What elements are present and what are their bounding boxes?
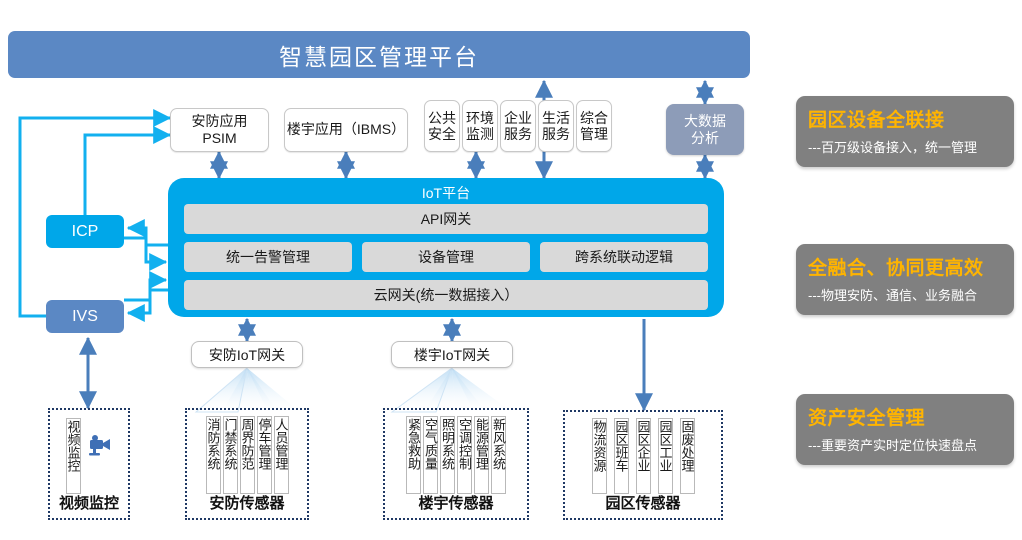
feature-card-convergence: 全融合、协同更高效 ---物理安防、通信、业务融合 — [796, 244, 1014, 315]
app-tile-public-safety[interactable]: 公共 安全 — [424, 100, 460, 152]
sensor-item-lighting[interactable]: 照明系统 — [440, 416, 455, 494]
sensor-group-caption: 安防传感器 — [209, 495, 285, 512]
iot-device-management[interactable]: 设备管理 — [362, 242, 530, 272]
feature-card-asset-security: 资产安全管理 ---重要资产实时定位快速盘点 — [796, 394, 1014, 465]
iot-api-gateway[interactable]: API网关 — [184, 204, 708, 234]
feature-subtitle: ---重要资产实时定位快速盘点 — [808, 438, 977, 453]
iot-platform-title: IoT平台 — [421, 185, 471, 201]
feature-title: 园区设备全联接 — [808, 110, 945, 131]
gateway-building[interactable]: 楼宇IoT网关 — [391, 341, 513, 368]
iot-cross-system-logic[interactable]: 跨系统联动逻辑 — [540, 242, 708, 272]
app-tile-environment[interactable]: 环境 监测 — [462, 100, 498, 152]
feature-subtitle: ---物理安防、通信、业务融合 — [808, 288, 977, 303]
gateway-building-label: 楼宇IoT网关 — [413, 346, 491, 363]
app-tile-label: 公共 安全 — [428, 109, 456, 142]
app-ibms[interactable]: 楼宇应用（IBMS） — [284, 108, 408, 152]
sensor-item-emergency-aid[interactable]: 紧急救助 — [406, 416, 421, 494]
sensor-group-caption: 园区传感器 — [605, 495, 681, 512]
iot-cloud-gateway-label: 云网关(统一数据接入） — [373, 287, 519, 303]
iot-cell-label: 设备管理 — [418, 249, 474, 265]
sensor-item-shuttle[interactable]: 园区班车 — [613, 418, 629, 494]
iot-platform: IoT平台 API网关 统一告警管理 设备管理 跨系统联动逻辑 云网关(统一数据… — [168, 178, 724, 317]
sensor-group-video: 视频监控 视频监控 — [48, 408, 130, 520]
iot-alarm-management[interactable]: 统一告警管理 — [184, 242, 352, 272]
sensor-item-video[interactable]: 视频监控 — [65, 418, 81, 494]
iot-cloud-gateway[interactable]: 云网关(统一数据接入） — [184, 280, 708, 310]
sensor-item-enterprise[interactable]: 园区企业 — [635, 418, 651, 494]
sensor-item-air-quality[interactable]: 空气质量 — [423, 416, 438, 494]
node-icp[interactable]: ICP — [46, 215, 124, 248]
app-tile-label: 生活 服务 — [542, 109, 570, 142]
app-tile-label: 综合 管理 — [580, 109, 608, 142]
sensor-item-parking[interactable]: 停车管理 — [256, 416, 272, 494]
platform-banner: 智慧园区管理平台 — [8, 31, 750, 78]
feature-subtitle: ---百万级设备接入，统一管理 — [808, 140, 977, 155]
platform-title: 智慧园区管理平台 — [279, 43, 479, 70]
big-data-analytics[interactable]: 大数据 分析 — [666, 104, 744, 155]
gateway-security[interactable]: 安防IoT网关 — [191, 341, 303, 368]
feature-title: 全融合、协同更高效 — [808, 258, 984, 279]
sensor-item-perimeter[interactable]: 周界防范 — [239, 416, 255, 494]
app-tile-label: 企业 服务 — [504, 109, 532, 142]
sensor-item-solid-waste[interactable]: 固废处理 — [679, 418, 695, 494]
fan-rays-building — [390, 366, 512, 413]
app-tile-enterprise[interactable]: 企业 服务 — [500, 100, 536, 152]
fan-rays-security — [194, 366, 300, 413]
feature-card-connectivity: 园区设备全联接 ---百万级设备接入，统一管理 — [796, 96, 1014, 167]
sensor-item-logistics[interactable]: 物流资源 — [591, 418, 607, 494]
app-psim[interactable]: 安防应用 PSIM — [170, 108, 269, 152]
app-tile-life[interactable]: 生活 服务 — [538, 100, 574, 152]
sensor-group-caption: 视频监控 — [58, 495, 119, 512]
node-ivs[interactable]: IVS — [46, 300, 124, 333]
sensor-item-fire[interactable]: 消防系统 — [205, 416, 221, 494]
sensor-item-hvac[interactable]: 空调控制 — [457, 416, 472, 494]
iot-cell-label: 跨系统联动逻辑 — [575, 249, 673, 265]
app-psim-label: 安防应用 PSIM — [191, 112, 248, 146]
app-tile-label: 环境 监测 — [466, 109, 494, 142]
node-ivs-label: IVS — [72, 307, 98, 325]
sensor-item-energy[interactable]: 能源管理 — [474, 416, 489, 494]
sensor-group-caption: 楼宇传感器 — [418, 495, 494, 512]
sensor-item-fresh-air[interactable]: 新风系统 — [491, 416, 506, 494]
iot-api-gateway-label: API网关 — [420, 211, 472, 227]
sensor-group-park: 物流资源 园区班车 园区企业 园区工业 固废处理 园区传感器 — [563, 410, 723, 520]
app-tile-integrated[interactable]: 综合 管理 — [576, 100, 612, 152]
sensor-item-industry[interactable]: 园区工业 — [657, 418, 673, 494]
camera-icon — [88, 435, 110, 456]
node-icp-label: ICP — [71, 222, 99, 240]
sensor-group-security: 消防系统 门禁系统 周界防范 停车管理 人员管理 安防传感器 — [185, 408, 309, 520]
sensor-item-access-control[interactable]: 门禁系统 — [222, 416, 238, 494]
sensor-group-building: 紧急救助 空气质量 照明系统 空调控制 能源管理 新风系统 楼宇传感器 — [383, 408, 529, 520]
feature-title: 资产安全管理 — [808, 408, 926, 429]
iot-cell-label: 统一告警管理 — [226, 249, 310, 265]
big-data-label: 大数据 分析 — [684, 112, 726, 146]
sensor-item-personnel[interactable]: 人员管理 — [273, 416, 289, 494]
app-ibms-label: 楼宇应用（IBMS） — [286, 121, 406, 138]
gateway-security-label: 安防IoT网关 — [208, 346, 286, 363]
